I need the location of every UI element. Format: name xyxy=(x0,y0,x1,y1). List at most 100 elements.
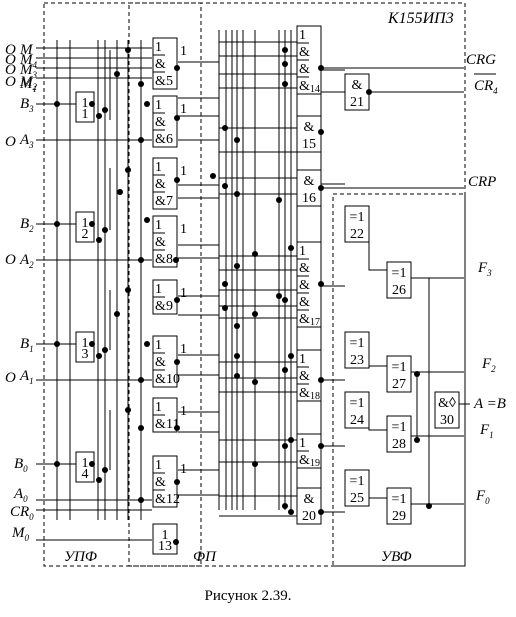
gate-symbol: 1 xyxy=(155,160,162,175)
gate-number: 25 xyxy=(350,491,364,506)
junction-dot xyxy=(414,437,420,443)
gate-symbol: & xyxy=(155,177,166,192)
gate-symbol: & xyxy=(304,120,315,135)
gate-symbol: & xyxy=(299,278,310,293)
input-a3: A3 xyxy=(19,132,34,150)
junction-dot xyxy=(173,257,179,263)
input-b2: B2 xyxy=(20,216,34,234)
gate-symbol: & xyxy=(304,492,315,507)
gate-number: 19 xyxy=(310,458,320,469)
gate-symbol: 1 xyxy=(162,528,169,543)
gate-symbol: & xyxy=(155,235,166,250)
figure-caption: Рисунок 2.39. xyxy=(204,588,292,604)
gate-symbol: & xyxy=(155,372,166,387)
gate-14: 1&&&14 xyxy=(296,25,322,95)
junction-dot xyxy=(138,257,144,263)
gate-number: 22 xyxy=(350,227,364,242)
gate-29: =129 xyxy=(386,487,412,525)
gate-symbol: & xyxy=(155,355,166,370)
gate-number: 9 xyxy=(166,299,173,314)
gate-symbol: & xyxy=(299,386,310,401)
gate-number: 29 xyxy=(392,509,406,524)
gate-number: 16 xyxy=(302,191,316,206)
block-label-uvf: УВФ xyxy=(381,549,412,565)
gate-symbol: 1 xyxy=(82,336,89,351)
block-frames xyxy=(43,2,466,567)
fp-frame xyxy=(128,2,466,567)
gate-27: =127 xyxy=(386,355,412,393)
gate-out-one: 1 xyxy=(180,102,187,117)
gate-23: =123 xyxy=(344,331,370,369)
junction-dot xyxy=(288,245,294,251)
gate-symbol: & xyxy=(155,417,166,432)
junction-dot xyxy=(174,425,180,431)
gate-number: 15 xyxy=(302,137,316,152)
junction-dot xyxy=(318,443,324,449)
junction-dot xyxy=(89,221,95,227)
junction-dot xyxy=(222,281,228,287)
junction-dot xyxy=(282,61,288,67)
chip-title: К155ИП3 xyxy=(387,10,454,27)
junction-dot xyxy=(252,251,258,257)
gate-symbol: =1 xyxy=(350,474,365,489)
gate-13: 113 xyxy=(152,523,178,555)
junction-dot xyxy=(96,237,102,243)
gate-symbol: 1 xyxy=(155,40,162,55)
gate-symbol: 1 xyxy=(155,458,162,473)
gate-symbol: 1 xyxy=(299,436,306,451)
gate-symbol: & xyxy=(155,492,166,507)
junction-dot xyxy=(234,191,240,197)
gate-20: & 20 xyxy=(296,487,322,525)
gate-number: 23 xyxy=(350,353,364,368)
block-label-fp: ФП xyxy=(193,549,217,565)
junction-dot xyxy=(276,293,282,299)
input-o-prefix: O xyxy=(5,62,16,78)
junction-dot xyxy=(288,509,294,515)
gate-number: 20 xyxy=(302,509,316,524)
input-m2: M3 xyxy=(19,62,38,80)
gate-number: 28 xyxy=(392,437,406,452)
gate-symbol: 1 xyxy=(299,244,306,259)
junction-dot xyxy=(174,65,180,71)
junction-dot xyxy=(54,461,60,467)
input-m1: M1 xyxy=(19,76,37,94)
gate-number: 4 xyxy=(82,467,89,482)
junction-dot xyxy=(174,479,180,485)
junction-dot xyxy=(426,503,432,509)
gate-number: 1 xyxy=(82,107,89,122)
junction-dot xyxy=(125,47,131,53)
junction-dot xyxy=(138,497,144,503)
gate-number: 24 xyxy=(350,413,364,428)
junction-dot xyxy=(234,323,240,329)
gate-body xyxy=(344,331,370,369)
junction-dot xyxy=(318,65,324,71)
junction-dot xyxy=(318,129,324,135)
input-m0: M0 xyxy=(11,525,30,543)
gate-number: 2 xyxy=(82,227,89,242)
gate-symbol: & xyxy=(299,312,310,327)
gate-out-one: 1 xyxy=(180,222,187,237)
gate-number: 18 xyxy=(310,391,320,402)
junction-dot xyxy=(89,101,95,107)
junction-dot xyxy=(96,113,102,119)
gate-symbol: & xyxy=(155,299,166,314)
junction-dot xyxy=(125,167,131,173)
gate-symbol: & xyxy=(299,453,310,468)
junction-dot xyxy=(174,177,180,183)
gate-body xyxy=(152,335,178,388)
output-a-eq-b: A =B xyxy=(473,396,506,412)
junction-dot xyxy=(318,377,324,383)
gate-19: 1 &19 xyxy=(296,433,322,469)
junction-dot xyxy=(222,183,228,189)
input-cr0: CR0 xyxy=(10,504,34,522)
input-a1: A1 xyxy=(19,368,34,386)
gate-body xyxy=(75,211,95,243)
gate-number: 27 xyxy=(392,377,406,392)
junction-dot xyxy=(234,353,240,359)
gate-body xyxy=(344,469,370,507)
input-o-prefix-a1: O xyxy=(5,370,16,386)
output-f3: F3 xyxy=(477,260,492,278)
gate-out-one: 1 xyxy=(180,404,187,419)
gate-number: 30 xyxy=(440,413,454,428)
